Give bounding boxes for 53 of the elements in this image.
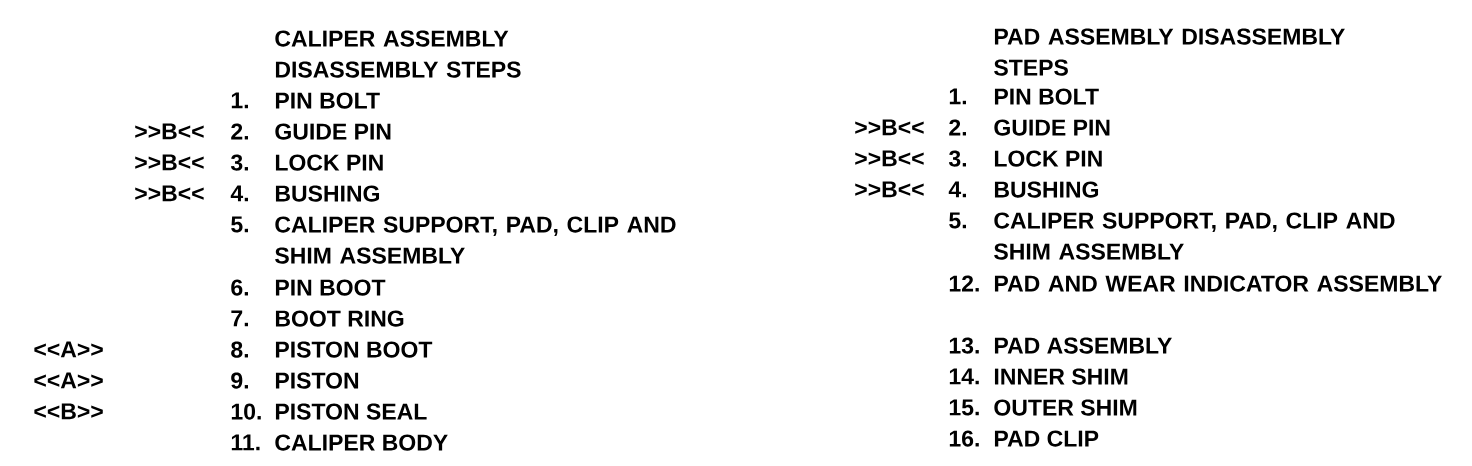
step-text: CALIPER SUPPORT, PAD, CLIP AND SHIM ASSEMBLY <box>994 212 1395 260</box>
note-marker: >>B<< <box>135 123 204 140</box>
step-text: PIN BOLT <box>994 88 1099 105</box>
step-number: 10. <box>231 403 261 420</box>
step-text: PAD CLIP <box>994 430 1099 447</box>
step-text: PIN BOOT <box>275 279 386 296</box>
step-text: PIN BOLT <box>275 92 380 109</box>
step-number: 4. <box>948 181 966 198</box>
step-number: 3. <box>230 154 248 171</box>
note-marker: >>B<< <box>855 150 924 167</box>
step-number: 12. <box>949 275 979 292</box>
step-text: BUSHING <box>275 185 380 202</box>
step-text: OUTER SHIM <box>994 399 1137 416</box>
step-number: 7. <box>231 310 248 327</box>
note-marker: <<B>> <box>34 403 103 420</box>
step-text: CALIPER SUPPORT, PAD, CLIP AND SHIM ASSEMBLY <box>275 216 676 264</box>
step-number: 3. <box>948 150 966 167</box>
note-marker: <<A>> <box>34 372 103 389</box>
heading: CALIPER ASSEMBLY DISASSEMBLY STEPS <box>275 30 521 78</box>
step-number: 14. <box>949 368 979 385</box>
step-text: BOOT RING <box>275 310 404 327</box>
note-marker: >>B<< <box>855 119 924 136</box>
step-text: INNER SHIM <box>994 368 1128 385</box>
step-number: 4. <box>230 185 248 202</box>
step-text: GUIDE PIN <box>994 119 1110 136</box>
note-marker: >>B<< <box>855 181 924 198</box>
step-number: 1. <box>231 92 248 109</box>
step-text: PAD ASSEMBLY <box>994 337 1172 354</box>
step-number: 5. <box>231 216 248 233</box>
step-number: 2. <box>949 119 966 136</box>
step-number: 2. <box>231 123 248 140</box>
step-text: LOCK PIN <box>275 154 383 171</box>
step-number: 5. <box>949 212 966 229</box>
step-text: PISTON SEAL <box>275 403 427 420</box>
step-text: PISTON <box>275 372 359 389</box>
step-number: 11. <box>231 434 260 451</box>
step-text: BUSHING <box>994 181 1099 198</box>
step-number: 6. <box>231 279 248 296</box>
step-number: 16. <box>949 430 979 447</box>
step-text: PAD AND WEAR INDICATOR ASSEMBLY <box>994 275 1442 292</box>
step-number: 15. <box>949 399 979 416</box>
heading: PAD ASSEMBLY DISASSEMBLY STEPS <box>994 28 1345 76</box>
step-text: PISTON BOOT <box>275 341 433 358</box>
step-number: 9. <box>231 372 248 389</box>
note-marker: >>B<< <box>135 185 204 202</box>
step-text: LOCK PIN <box>994 150 1102 167</box>
step-number: 8. <box>231 341 248 358</box>
step-number: 1. <box>949 88 966 105</box>
step-text: CALIPER BODY <box>275 434 448 451</box>
step-number: 13. <box>949 337 979 354</box>
step-text: GUIDE PIN <box>275 123 391 140</box>
note-marker: <<A>> <box>34 341 103 358</box>
note-marker: >>B<< <box>135 154 204 171</box>
